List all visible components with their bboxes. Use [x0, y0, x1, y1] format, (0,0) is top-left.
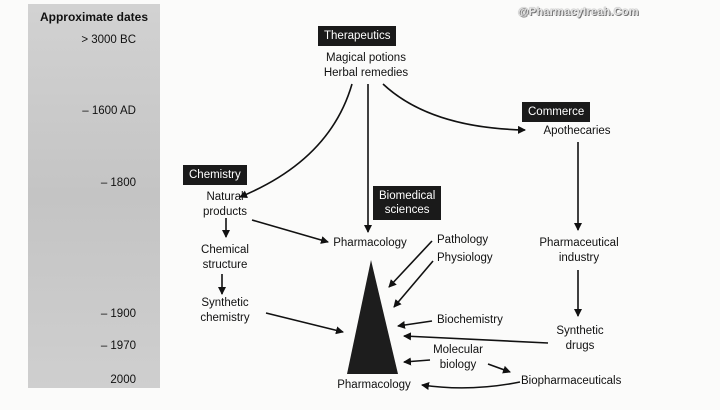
date-1970: – 1970 — [100, 340, 136, 352]
node-physiology: Physiology — [437, 252, 493, 264]
node-structure-line1: Chemical — [201, 244, 249, 256]
node-potions-line1: Magical potions — [326, 52, 406, 64]
timeline-column: Approximate dates > 3000 BC – 1600 AD – … — [28, 4, 160, 388]
node-pharmacology-bottom: Pharmacology — [337, 379, 411, 391]
node-chemical-structure: Chemical structure — [190, 243, 260, 273]
node-pharmacology-top: Pharmacology — [333, 237, 407, 249]
date-3000bc: > 3000 BC — [81, 34, 136, 46]
arrow-remedies-to-chemistry — [239, 83, 353, 199]
arrow-natural-to-pharmacology — [251, 219, 329, 244]
node-natural-products: Natural products — [190, 190, 260, 220]
node-molecular-line1: Molecular — [433, 344, 483, 356]
node-pharmaceutical-industry: Pharmaceutical industry — [527, 236, 631, 266]
arrow-synth-drugs-to-triangle — [403, 332, 549, 344]
node-biochemistry: Biochemistry — [437, 314, 503, 326]
label-chemistry: Chemistry — [183, 165, 247, 185]
label-biomedical-sciences: Biomedical sciences — [373, 186, 442, 220]
node-potions: Magical potions Herbal remedies — [300, 51, 432, 81]
node-synthetic-drugs: Synthetic drugs — [546, 324, 614, 354]
node-synth-chem-line2: chemistry — [200, 312, 250, 324]
arrow-molecular-to-biopharma — [487, 363, 511, 374]
date-1900: – 1900 — [100, 308, 136, 320]
node-synth-drugs-line2: drugs — [565, 340, 595, 352]
node-biopharmaceuticals: Biopharmaceuticals — [521, 375, 622, 387]
arrow-biochemistry-to-triangle — [397, 320, 433, 329]
timeline-title: Approximate dates — [39, 10, 149, 24]
node-synth-chem-line1: Synthetic — [201, 297, 249, 309]
arrow-biopharma-to-pharmacology — [421, 381, 521, 390]
label-biomedical-line2: sciences — [384, 204, 430, 216]
node-natural-line1: Natural — [206, 191, 244, 203]
pharmacology-triangle — [347, 260, 398, 374]
node-synthetic-chemistry: Synthetic chemistry — [188, 296, 262, 326]
label-therapeutics: Therapeutics — [318, 26, 397, 46]
node-potions-line2: Herbal remedies — [323, 67, 409, 79]
date-1600ad: – 1600 AD — [82, 105, 136, 117]
arrow-synth-chem-to-triangle — [265, 312, 344, 335]
arrow-remedies-to-apothecaries — [382, 83, 526, 134]
date-2000: 2000 — [110, 374, 136, 386]
node-synth-drugs-line1: Synthetic — [556, 325, 604, 337]
node-natural-line2: products — [202, 206, 248, 218]
label-biomedical-line1: Biomedical — [379, 190, 436, 202]
node-molecular-biology: Molecular biology — [424, 343, 492, 373]
arrow-molecular-to-triangle — [403, 357, 431, 366]
node-apothecaries: Apothecaries — [543, 125, 611, 137]
node-structure-line2: structure — [202, 259, 248, 271]
arrow-pathology-to-triangle — [388, 240, 433, 288]
node-molecular-line2: biology — [439, 359, 477, 371]
label-commerce: Commerce — [522, 102, 591, 122]
node-industry-line1: Pharmaceutical — [539, 237, 619, 249]
node-industry-line2: industry — [558, 252, 600, 264]
arrow-physiology-to-triangle — [393, 260, 434, 308]
date-1800: – 1800 — [100, 177, 136, 189]
node-pathology: Pathology — [437, 234, 489, 246]
watermark-text: @PharmacyIreah.Com — [518, 6, 639, 18]
